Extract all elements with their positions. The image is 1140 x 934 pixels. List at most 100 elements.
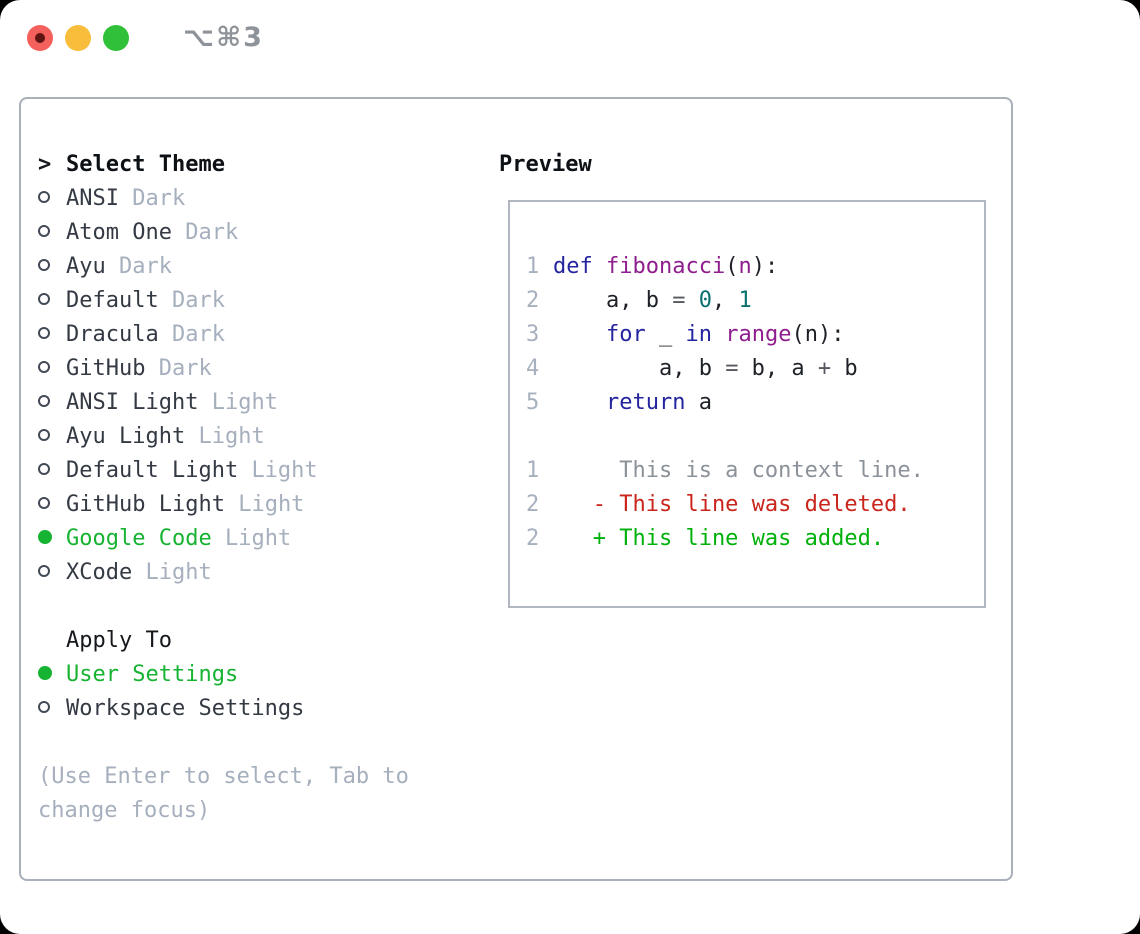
theme-option[interactable]: Dracula Dark xyxy=(38,318,488,352)
code-token: 0 xyxy=(698,288,712,313)
radio-icon xyxy=(38,293,50,305)
code-token: def xyxy=(553,254,593,279)
code-token xyxy=(553,322,606,347)
code-token xyxy=(712,322,725,347)
radio-selected-icon xyxy=(38,666,52,680)
code-token: 1 xyxy=(738,288,752,313)
radio-cell xyxy=(38,216,66,250)
option-label: ANSI xyxy=(66,186,119,211)
minimize-button[interactable] xyxy=(65,24,91,51)
radio-selected-icon xyxy=(38,530,52,544)
blank-line xyxy=(526,420,984,454)
line-number: 2 xyxy=(526,526,540,551)
theme-option[interactable]: Ayu Light Light xyxy=(38,420,488,454)
apply-option[interactable]: User Settings xyxy=(38,658,488,692)
code-token xyxy=(593,254,606,279)
code-token: a, b xyxy=(553,356,726,381)
option-label: Workspace Settings xyxy=(66,696,305,721)
option-label: User Settings xyxy=(66,662,239,687)
hint-line-2: change focus) xyxy=(38,798,211,823)
apply-option[interactable]: Workspace Settings xyxy=(38,692,488,726)
radio-cell xyxy=(38,250,66,284)
code-token: _ xyxy=(645,322,686,347)
theme-option[interactable]: ANSI Dark xyxy=(38,182,488,216)
code-token: in xyxy=(685,322,712,347)
diff-line-deleted: 2 - This line was deleted. xyxy=(526,488,984,522)
option-label: Ayu xyxy=(66,254,106,279)
code-line: 3 for _ in range(n): xyxy=(526,318,984,352)
theme-variant: Light xyxy=(145,560,212,585)
line-number: 1 xyxy=(526,254,540,279)
line-number: 1 xyxy=(526,458,540,483)
radio-cell xyxy=(38,284,66,318)
option-label: Default xyxy=(66,288,159,313)
theme-option[interactable]: GitHub Dark xyxy=(38,352,488,386)
diff-text: + This line was added. xyxy=(553,526,885,551)
theme-option[interactable]: GitHub Light Light xyxy=(38,488,488,522)
radio-icon xyxy=(38,701,50,713)
code-token: = xyxy=(672,288,686,313)
radio-icon xyxy=(38,497,50,509)
radio-icon xyxy=(38,361,50,373)
prompt-icon: > xyxy=(38,152,52,177)
radio-icon xyxy=(38,463,50,475)
code-token xyxy=(553,390,606,415)
select-theme-header: Select Theme xyxy=(66,152,225,177)
zoom-button[interactable] xyxy=(103,24,129,51)
theme-option[interactable]: Atom One Dark xyxy=(38,216,488,250)
theme-option[interactable]: XCode Light xyxy=(38,556,488,590)
theme-option[interactable]: ANSI Light Light xyxy=(38,386,488,420)
code-token: for xyxy=(605,322,646,347)
code-line: 4 a, b = b, a + b xyxy=(526,352,984,386)
radio-icon xyxy=(38,429,50,441)
code-line: 5 return a xyxy=(526,386,984,420)
theme-variant: Light xyxy=(251,458,318,483)
radio-icon xyxy=(38,225,50,237)
option-label: GitHub Light xyxy=(66,492,225,517)
radio-cell xyxy=(38,692,66,726)
theme-option[interactable]: Google Code Light xyxy=(38,522,488,556)
theme-option[interactable]: Default Light Light xyxy=(38,454,488,488)
option-label: Dracula xyxy=(66,322,159,347)
diff-line-added: 2 + This line was added. xyxy=(526,522,984,556)
code-token: b xyxy=(831,356,858,381)
theme-variant: Light xyxy=(238,492,305,517)
radio-cell xyxy=(38,556,66,590)
theme-variant: Dark xyxy=(158,356,212,381)
theme-variant: Light xyxy=(224,526,292,551)
radio-cell xyxy=(38,352,66,386)
code-token: ): xyxy=(751,254,779,279)
radio-icon xyxy=(38,327,50,339)
theme-variant: Dark xyxy=(185,220,239,245)
radio-cell xyxy=(38,318,66,352)
line-number: 3 xyxy=(526,322,540,347)
code-token: , xyxy=(711,288,739,313)
option-label: XCode xyxy=(66,560,133,585)
option-label: Ayu Light xyxy=(66,424,186,449)
code-token: range xyxy=(725,322,792,347)
radio-icon xyxy=(38,395,50,407)
apply-to-header-row: Apply To xyxy=(38,624,488,658)
code-line: 2 a, b = 0, 1 xyxy=(526,284,984,318)
theme-variant: Dark xyxy=(171,288,225,313)
line-number: 2 xyxy=(526,288,540,313)
spacer xyxy=(38,590,488,624)
option-label: Atom One xyxy=(66,220,172,245)
line-number: 5 xyxy=(526,390,540,415)
code-token: (n): xyxy=(791,322,845,347)
theme-variant: Dark xyxy=(132,186,186,211)
theme-option[interactable]: Default Dark xyxy=(38,284,488,318)
close-button[interactable] xyxy=(27,24,53,51)
code-token: + xyxy=(817,356,832,381)
radio-cell xyxy=(38,658,66,692)
radio-cell xyxy=(38,386,66,420)
hint-line-1: (Use Enter to select, Tab to xyxy=(38,764,409,789)
theme-option[interactable]: Ayu Dark xyxy=(38,250,488,284)
theme-variant: Dark xyxy=(171,322,225,347)
